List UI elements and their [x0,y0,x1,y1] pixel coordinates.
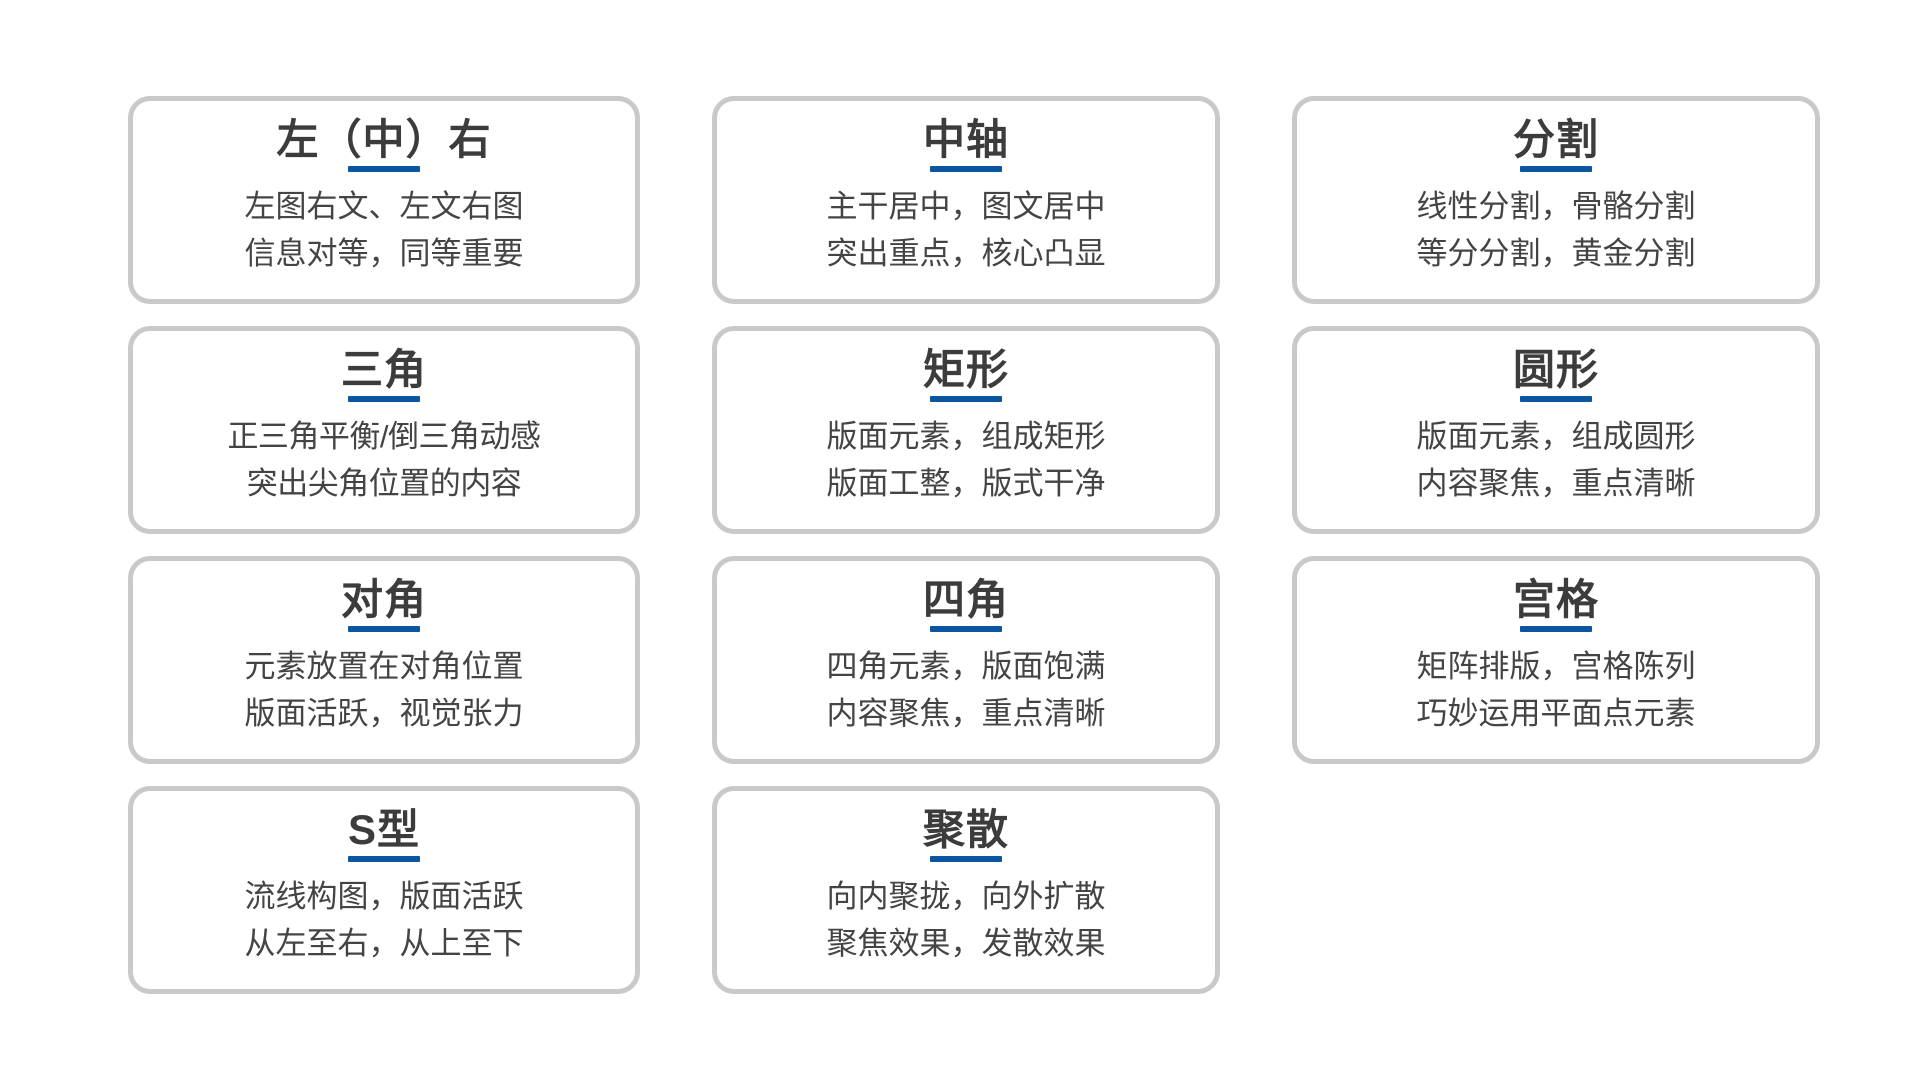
card-title-wrap: 圆形 [1512,346,1599,403]
title-underline-accent [347,856,420,863]
card-title-wrap: 三角 [340,346,427,403]
card-description: 版面元素，组成矩形 版面工整，版式干净 [827,416,1106,506]
layout-card[interactable]: 四角 四角元素，版面饱满 内容聚焦，重点清晰 [712,556,1220,764]
card-title: 左（中）右 [276,116,492,163]
card-title: 中轴 [922,116,1009,163]
card-line-2: 内容聚焦，重点清晰 [1416,466,1696,502]
title-underline-accent [929,856,1002,863]
card-title-wrap: S型 [347,806,420,863]
card-title: 分割 [1512,116,1599,163]
layout-card[interactable]: S型 流线构图，版面活跃 从左至右，从上至下 [128,786,640,994]
card-title-wrap: 聚散 [922,806,1009,863]
card-line-2: 巧妙运用平面点元素 [1416,696,1696,732]
card-title-wrap: 矩形 [922,346,1009,403]
card-title: 聚散 [922,806,1009,853]
card-line-1: 版面元素，组成矩形 [826,419,1106,455]
card-description: 版面元素，组成圆形 内容聚焦，重点清晰 [1417,416,1696,506]
card-description: 元素放置在对角位置 版面活跃，视觉张力 [245,646,524,736]
card-title: 对角 [340,576,427,623]
title-underline-accent [1519,166,1592,173]
card-line-1: 版面元素，组成圆形 [1416,419,1696,455]
card-line-2: 聚焦效果，发散效果 [826,926,1106,962]
card-line-2: 突出重点，核心凸显 [826,236,1106,272]
card-line-1: 向内聚拢，向外扩散 [826,879,1106,915]
card-title-wrap: 分割 [1512,116,1599,173]
layout-card[interactable]: 对角 元素放置在对角位置 版面活跃，视觉张力 [128,556,640,764]
card-line-1: 线性分割，骨骼分割 [1416,189,1696,225]
card-line-1: 流线构图，版面活跃 [244,879,524,915]
card-title-wrap: 左（中）右 [276,116,492,173]
title-underline-accent [1519,396,1592,403]
layout-card[interactable]: 左（中）右 左图右文、左文右图 信息对等，同等重要 [128,96,640,304]
card-description: 正三角平衡/倒三角动感 突出尖角位置的内容 [227,416,541,506]
title-underline-accent [1519,626,1592,633]
card-line-2: 从左至右，从上至下 [244,926,524,962]
layout-card[interactable]: 中轴 主干居中，图文居中 突出重点，核心凸显 [712,96,1220,304]
card-title-wrap: 宫格 [1512,576,1599,633]
card-title: 矩形 [922,346,1009,393]
card-line-2: 突出尖角位置的内容 [246,466,522,502]
card-line-2: 版面活跃，视觉张力 [244,696,524,732]
card-line-2: 信息对等，同等重要 [244,236,524,272]
card-title: S型 [347,806,420,853]
layout-card[interactable]: 矩形 版面元素，组成矩形 版面工整，版式干净 [712,326,1220,534]
card-line-1: 主干居中，图文居中 [826,189,1106,225]
card-line-1: 四角元素，版面饱满 [826,649,1106,685]
card-grid: 左（中）右 左图右文、左文右图 信息对等，同等重要 中轴 主干居中，图文居中 突… [128,96,1824,994]
title-underline-accent [929,166,1002,173]
card-title: 宫格 [1512,576,1599,623]
card-title-wrap: 中轴 [922,116,1009,173]
card-title: 三角 [340,346,427,393]
card-description: 四角元素，版面饱满 内容聚焦，重点清晰 [827,646,1106,736]
card-line-1: 左图右文、左文右图 [244,189,524,225]
card-line-1: 元素放置在对角位置 [244,649,524,685]
layout-card[interactable]: 分割 线性分割，骨骼分割 等分分割，黄金分割 [1292,96,1820,304]
card-title: 四角 [922,576,1009,623]
card-line-2: 内容聚焦，重点清晰 [826,696,1106,732]
card-title: 圆形 [1512,346,1599,393]
card-title-wrap: 四角 [922,576,1009,633]
layout-card[interactable]: 聚散 向内聚拢，向外扩散 聚焦效果，发散效果 [712,786,1220,994]
title-underline-accent [929,396,1002,403]
card-line-1: 矩阵排版，宫格陈列 [1416,649,1696,685]
title-underline-accent [347,166,420,173]
layout-card[interactable]: 三角 正三角平衡/倒三角动感 突出尖角位置的内容 [128,326,640,534]
card-description: 主干居中，图文居中 突出重点，核心凸显 [827,186,1106,276]
title-underline-accent [929,626,1002,633]
card-description: 向内聚拢，向外扩散 聚焦效果，发散效果 [827,876,1106,966]
card-description: 流线构图，版面活跃 从左至右，从上至下 [245,876,524,966]
card-line-2: 等分分割，黄金分割 [1416,236,1696,272]
card-line-2: 版面工整，版式干净 [826,466,1106,502]
title-underline-accent [347,626,420,633]
card-description: 左图右文、左文右图 信息对等，同等重要 [245,186,524,276]
layout-card[interactable]: 圆形 版面元素，组成圆形 内容聚焦，重点清晰 [1292,326,1820,534]
card-description: 矩阵排版，宫格陈列 巧妙运用平面点元素 [1417,646,1696,736]
card-line-1: 正三角平衡/倒三角动感 [227,419,541,455]
title-underline-accent [347,396,420,403]
card-title-wrap: 对角 [340,576,427,633]
layout-card[interactable]: 宫格 矩阵排版，宫格陈列 巧妙运用平面点元素 [1292,556,1820,764]
card-description: 线性分割，骨骼分割 等分分割，黄金分割 [1417,186,1696,276]
